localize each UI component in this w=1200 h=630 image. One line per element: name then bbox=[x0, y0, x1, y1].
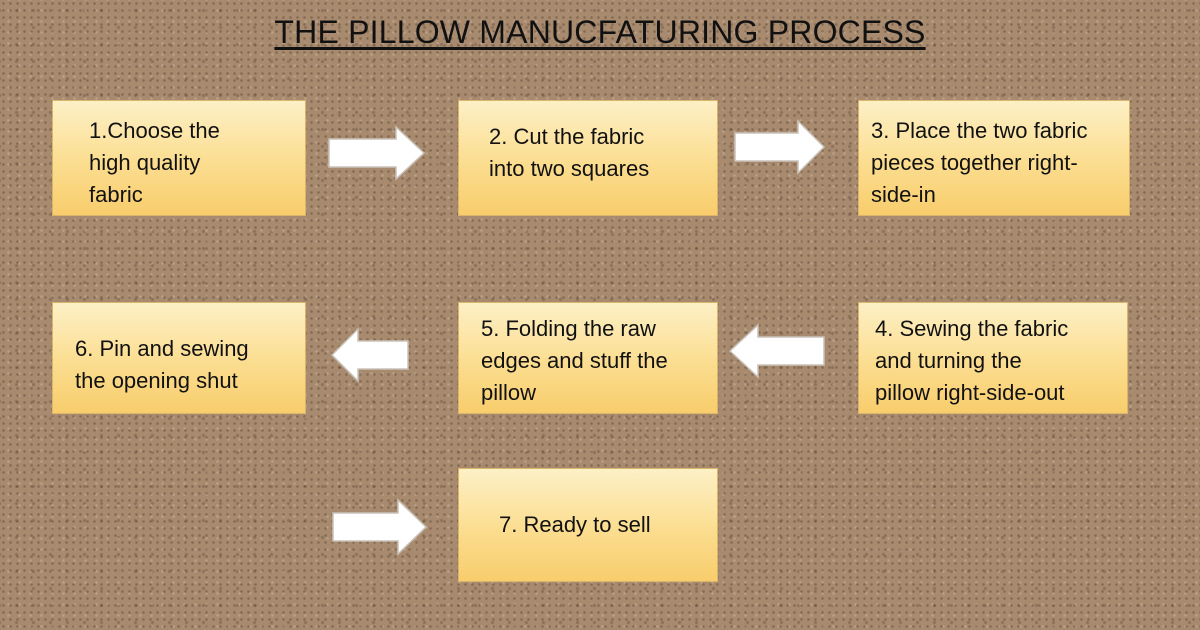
step-3-line-3: side-in bbox=[871, 182, 936, 207]
step-5-line-1: 5. Folding the raw bbox=[481, 316, 656, 341]
step-4-box: 4. Sewing the fabric and turning the pil… bbox=[858, 302, 1128, 414]
step-1-line-2: high quality bbox=[89, 150, 201, 175]
step-2-line-2: into two squares bbox=[489, 156, 650, 181]
diagram-title: THE PILLOW MANUCFATURING PROCESS bbox=[274, 14, 926, 50]
step-1-line-3: fabric bbox=[89, 182, 143, 207]
step-6-line-1: 6. Pin and sewing bbox=[75, 336, 249, 361]
step-5-box: 5. Folding the raw edges and stuff the p… bbox=[458, 302, 718, 414]
step-5-line-3: pillow bbox=[481, 380, 537, 405]
step-6-box: 6. Pin and sewing the opening shut bbox=[52, 302, 306, 414]
step-2-line-1: 2. Cut the fabric bbox=[489, 124, 645, 149]
arrow-step4-to-step5-icon bbox=[728, 323, 825, 379]
arrow-step1-to-step2-icon bbox=[328, 125, 426, 181]
step-4-line-1: 4. Sewing the fabric bbox=[875, 316, 1069, 341]
step-5-line-2: edges and stuff the bbox=[481, 348, 668, 373]
step-6-line-2: the opening shut bbox=[75, 368, 238, 393]
arrow-step6-to-step7-icon bbox=[332, 498, 428, 556]
arrow-step5-to-step6-icon bbox=[330, 327, 409, 383]
step-1-line-1: 1.Choose the bbox=[89, 118, 220, 143]
step-3-line-1: 3. Place the two fabric bbox=[871, 118, 1088, 143]
step-3-line-2: pieces together right- bbox=[871, 150, 1078, 175]
step-4-line-3: pillow right-side-out bbox=[875, 380, 1065, 405]
step-4-line-2: and turning the bbox=[875, 348, 1022, 373]
step-7-line-1: 7. Ready to sell bbox=[499, 512, 651, 537]
step-3-box: 3. Place the two fabric pieces together … bbox=[858, 100, 1130, 216]
step-2-box: 2. Cut the fabric into two squares bbox=[458, 100, 718, 216]
arrow-step2-to-step3-icon bbox=[734, 119, 826, 175]
step-1-box: 1.Choose the high quality fabric bbox=[52, 100, 306, 216]
step-7-box: 7. Ready to sell bbox=[458, 468, 718, 582]
